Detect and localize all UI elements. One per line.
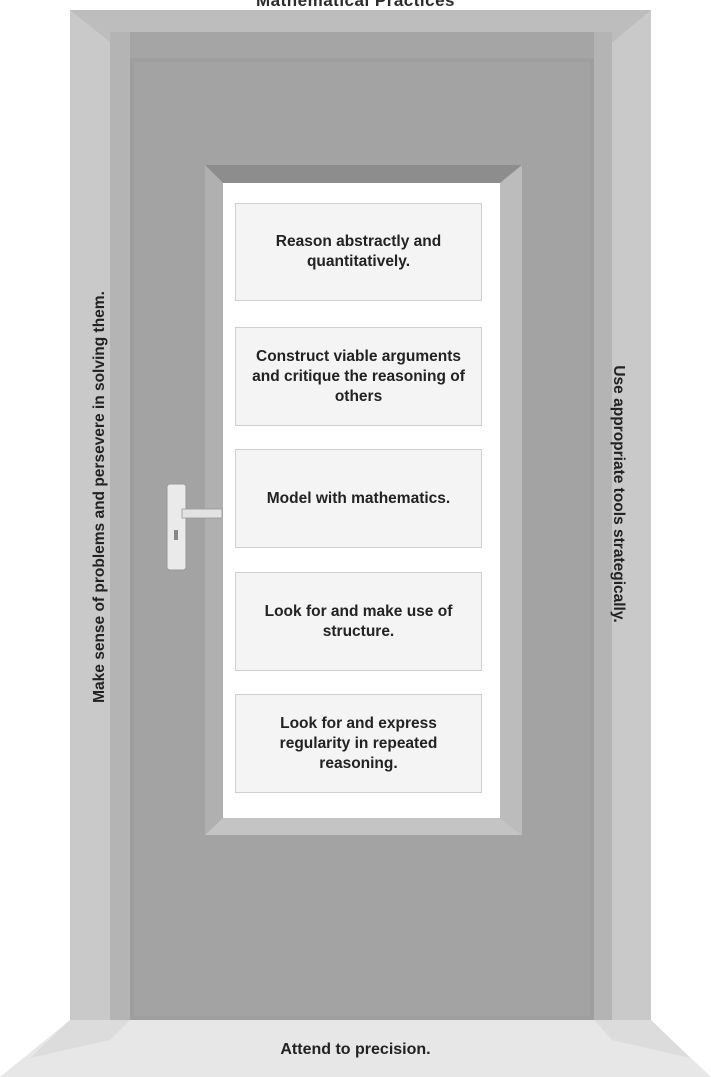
right-jamb-label: Use appropriate tools strategically. [610, 365, 627, 623]
handle-lever [181, 508, 223, 519]
left-jamb-label: Make sense of problems and persevere in … [91, 291, 108, 703]
frame-top-inner [110, 32, 612, 58]
panel-text: Reason abstractly and quantitatively. [275, 233, 442, 270]
handle-plate [166, 483, 187, 571]
window-bevel-bottom [205, 818, 522, 835]
window-bevel-left [205, 165, 223, 835]
floor-label: Attend to precision. [280, 1041, 431, 1058]
frame-left-inner [110, 32, 130, 1020]
floor-right-edge [594, 1020, 690, 1058]
panel-regularity: Look for and express regularity in repea… [235, 694, 482, 793]
window-bevel-top [205, 165, 522, 183]
floor-left-edge [30, 1020, 130, 1058]
handle-keyhole [174, 530, 178, 540]
panel-text: Look for and express regularity in repea… [279, 714, 438, 772]
panel-construct-arguments: Construct viable arguments and critique … [235, 327, 482, 426]
frame-right-inner [594, 32, 612, 1020]
diagram-title: Mathematical Practices [255, 0, 456, 10]
panel-model-mathematics: Model with mathematics. [235, 449, 482, 548]
panel-reason-abstractly: Reason abstractly and quantitatively. [235, 203, 482, 301]
panel-text: Model with mathematics. [266, 489, 451, 507]
floor [0, 1020, 711, 1077]
panel-text: Look for and make use of structure. [264, 602, 453, 640]
panel-use-structure: Look for and make use of structure. [235, 572, 482, 671]
window-bevel-right [500, 165, 522, 835]
panel-text: Construct viable arguments and critique … [252, 347, 465, 405]
